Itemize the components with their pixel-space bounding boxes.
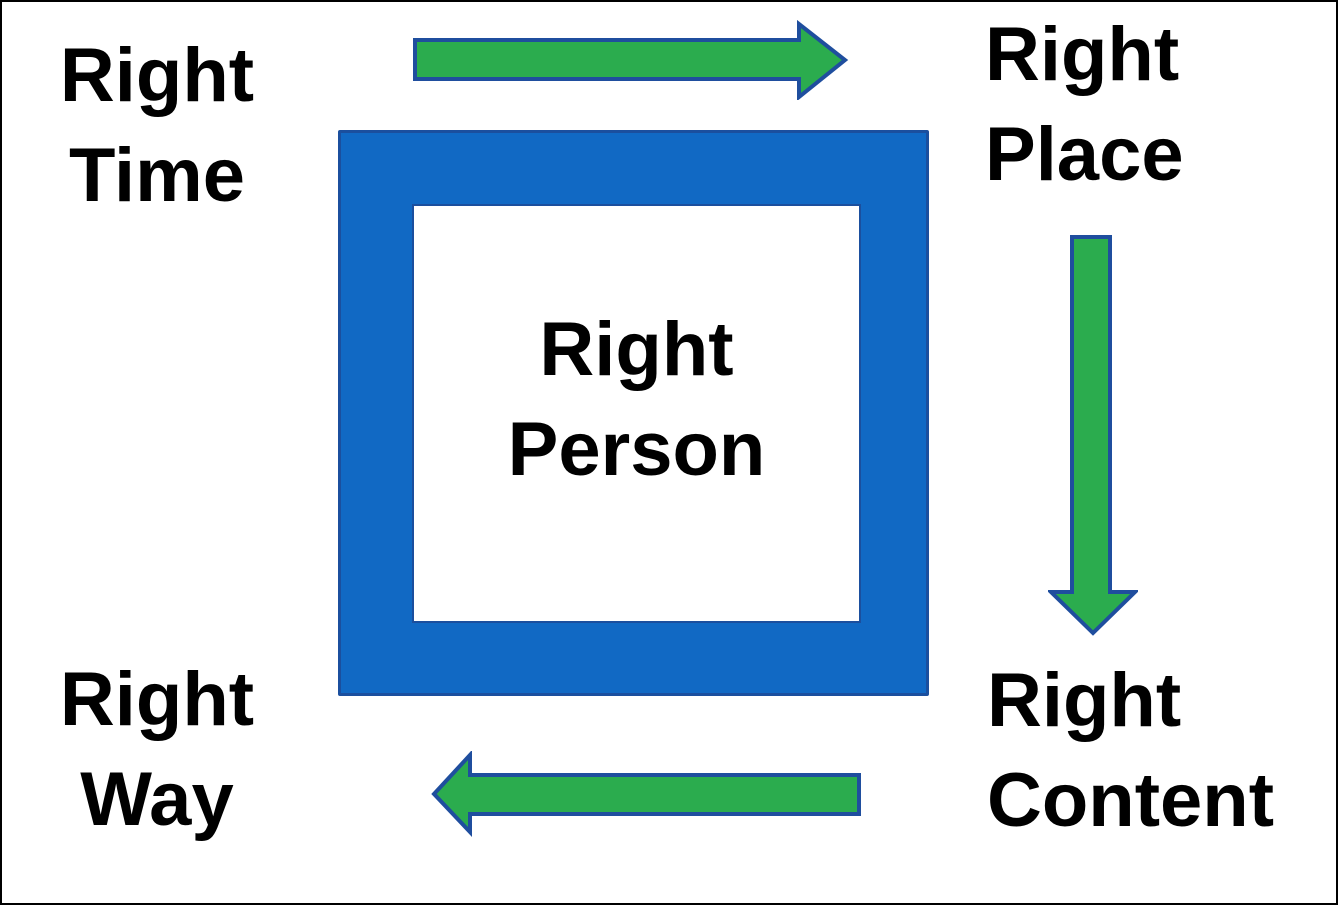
label-top-right-line2: Place (985, 112, 1184, 197)
label-bottom-left-line1: Right (59, 657, 255, 742)
center-label: Right Person (412, 300, 861, 500)
label-bottom-right-line2: Content (987, 758, 1275, 843)
top-arrow-right-icon (413, 20, 849, 100)
label-top-left-line2: Time (68, 133, 245, 218)
label-top-left: Right Time (32, 26, 282, 226)
center-label-line1: Right (539, 307, 734, 392)
bottom-arrow-shape (431, 751, 861, 837)
right-arrow-shape (1048, 235, 1138, 636)
bottom-arrow-left-icon (431, 751, 861, 837)
label-bottom-right-line1: Right (987, 658, 1182, 743)
label-top-right-line1: Right (985, 12, 1180, 97)
label-bottom-right: Right Content (987, 651, 1327, 851)
label-top-right: Right Place (985, 5, 1315, 205)
label-bottom-left: Right Way (32, 650, 282, 850)
top-arrow-shape (413, 20, 849, 100)
label-bottom-left-line2: Way (80, 757, 234, 842)
right-arrow-down-icon (1048, 235, 1138, 636)
inner-white-square (412, 204, 861, 623)
label-top-left-line1: Right (59, 33, 255, 118)
center-label-line2: Person (507, 407, 766, 492)
